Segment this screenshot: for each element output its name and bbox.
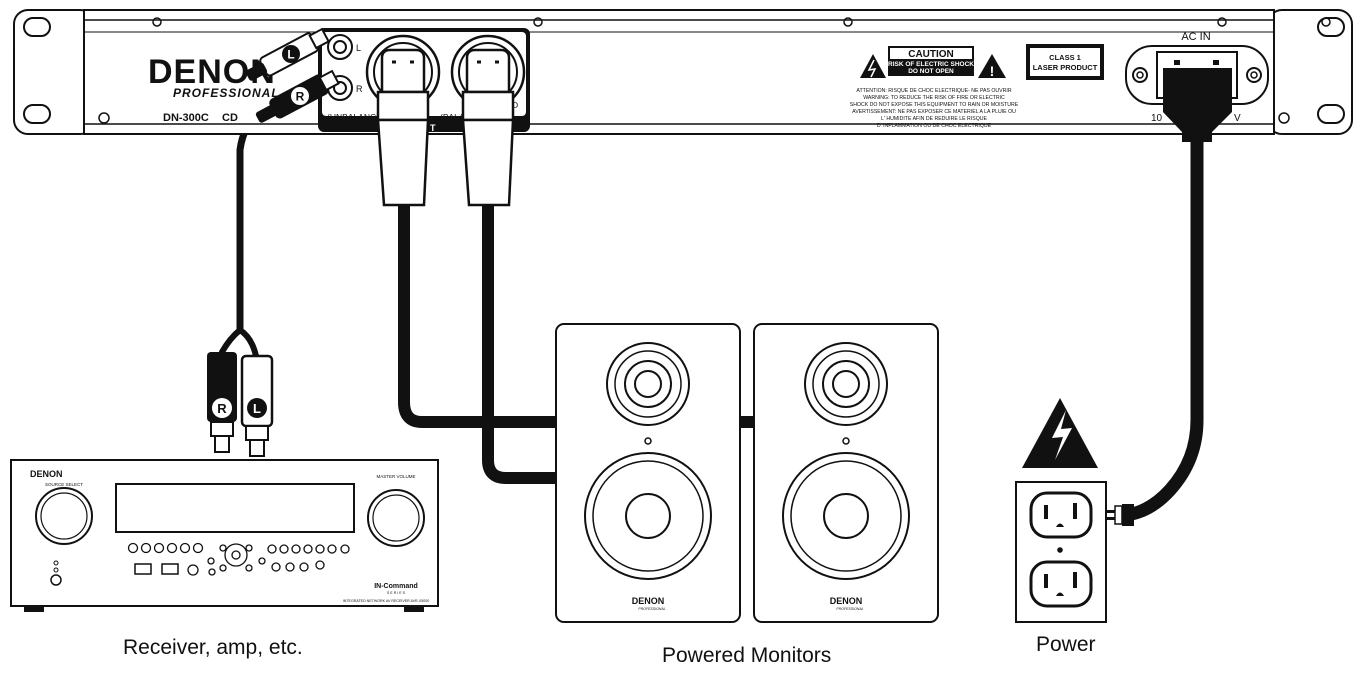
- xlr-plugs: [376, 48, 515, 207]
- power-button-icon: [50, 574, 62, 586]
- exclamation-icon: !: [990, 63, 995, 79]
- output-fragment: T: [430, 123, 436, 133]
- monitor-left-brand: DENON: [632, 596, 665, 606]
- rca-plug-bottom-right-letter: R: [217, 401, 227, 416]
- iec-plug: [1163, 68, 1232, 142]
- monitor-right-brand-sub: PROFESSIONAL: [836, 607, 863, 611]
- ac-in-label: AC IN: [1181, 31, 1210, 43]
- monitor-right: DENON PROFESSIONAL: [753, 323, 939, 623]
- rca-plugs-top: L R: [245, 27, 340, 123]
- cd-player-rear-panel: DENON PROFESSIONAL DN-300C CD (UNBALANCE…: [13, 9, 1353, 142]
- caution-title: CAUTION: [908, 49, 954, 60]
- balanced-suffix: D: [512, 100, 518, 110]
- caption-power: Power: [1036, 633, 1096, 656]
- laser-line2: LASER PRODUCT: [1033, 63, 1098, 72]
- rca-jack-left: [327, 34, 353, 60]
- receiver-master-volume: MASTER VOLUME: [376, 474, 415, 479]
- receiver-series: S E R I E S: [387, 591, 406, 595]
- rca-plug-top-right-badge: [291, 87, 309, 105]
- rca-plug-top-left-letter: L: [287, 48, 294, 62]
- caption-monitors: Powered Monitors: [662, 644, 832, 667]
- cd-player-model-suffix: CD: [222, 112, 238, 124]
- warning-line-1: ATTENTION: RISQUE DE CHOC ELECTRIQUE- NE…: [856, 88, 1011, 94]
- receiver-source-select: SOURCE SELECT: [45, 482, 83, 487]
- caution-line1: RISK OF ELECTRIC SHOCK: [888, 61, 974, 68]
- xlr-cable-right: [482, 199, 562, 484]
- voltage-right: V: [1234, 113, 1241, 124]
- caption-receiver: Receiver, amp, etc.: [123, 636, 303, 659]
- rca-cable-split: [219, 327, 259, 359]
- voltage-left: 10: [1151, 113, 1163, 124]
- laser-label: CLASS 1 LASER PRODUCT: [1026, 44, 1104, 80]
- rca-plugs-bottom: R L: [207, 352, 274, 457]
- rca-plug-top-right-letter: R: [296, 90, 305, 104]
- power-cable: [1119, 133, 1204, 522]
- cd-player-model: DN-300C: [163, 112, 209, 124]
- rca-plug-bottom-left: L: [240, 354, 274, 457]
- laser-line1: CLASS 1: [1049, 53, 1081, 62]
- master-volume-knob: [367, 489, 425, 547]
- monitor-right-brand: DENON: [830, 596, 863, 606]
- screw-icon: [98, 17, 1331, 124]
- rca-plug-bottom-left-letter: L: [253, 401, 261, 416]
- monitor-left: DENON PROFESSIONAL: [555, 323, 741, 623]
- receiver-brand: DENON: [30, 469, 63, 479]
- receiver-model-line: INTEGRATED NETWORK AV RECEIVER AVR-X5000: [343, 599, 429, 603]
- receiver-display: [115, 483, 355, 533]
- source-select-knob: [35, 487, 93, 545]
- cables: [219, 86, 1204, 522]
- xlr-cable-left: [398, 199, 562, 428]
- warning-text: ATTENTION: RISQUE DE CHOC ELECTRIQUE- NE…: [850, 88, 1019, 129]
- rca-right-label: R: [356, 84, 363, 94]
- balanced-label: (BALANC: [440, 112, 477, 122]
- xlr-plug-right: [461, 48, 515, 207]
- receiver-in-command: IN-Command: [374, 583, 418, 590]
- cd-player-brand-sub: PROFESSIONAL: [173, 86, 280, 100]
- warning-line-5: L' HUMIDITE AFIN DE REDUIRE LE RISQUE: [881, 116, 987, 122]
- receiver: DENON SOURCE SELECT MASTER VOLUME: [10, 459, 439, 612]
- power-section: [1015, 398, 1134, 623]
- monitor-led-icon: [644, 437, 652, 445]
- warning-line-6: D' INFLAMMATION OU DE CHOC ELECTRIQUE: [877, 123, 992, 129]
- unbalanced-label: (UNBALANCED): [327, 112, 391, 122]
- xlr-plug-left: [376, 48, 430, 207]
- warning-line-2: WARNING: TO REDUCE THE RISK OF FIRE OR E…: [863, 95, 1005, 101]
- warning-line-4: AVERTISSEMENT: NE PAS EXPOSER CE MATERIE…: [852, 109, 1016, 115]
- rca-plug-top-left-badge: [282, 45, 300, 63]
- caution-label: CAUTION RISK OF ELECTRIC SHOCK DO NOT OP…: [860, 46, 1006, 79]
- rca-plug-bottom-right: R: [207, 352, 237, 453]
- receiver-buttons: [127, 542, 350, 576]
- monitor-left-brand-sub: PROFESSIONAL: [638, 607, 665, 611]
- rca-left-label: L: [356, 43, 361, 53]
- warning-line-3: SHOCK DO NOT EXPOSE THIS EQUIPMENT TO RA…: [850, 102, 1019, 108]
- power-plug: [1107, 504, 1134, 526]
- caution-line2: DO NOT OPEN: [908, 68, 954, 75]
- monitor-led-icon: [842, 437, 850, 445]
